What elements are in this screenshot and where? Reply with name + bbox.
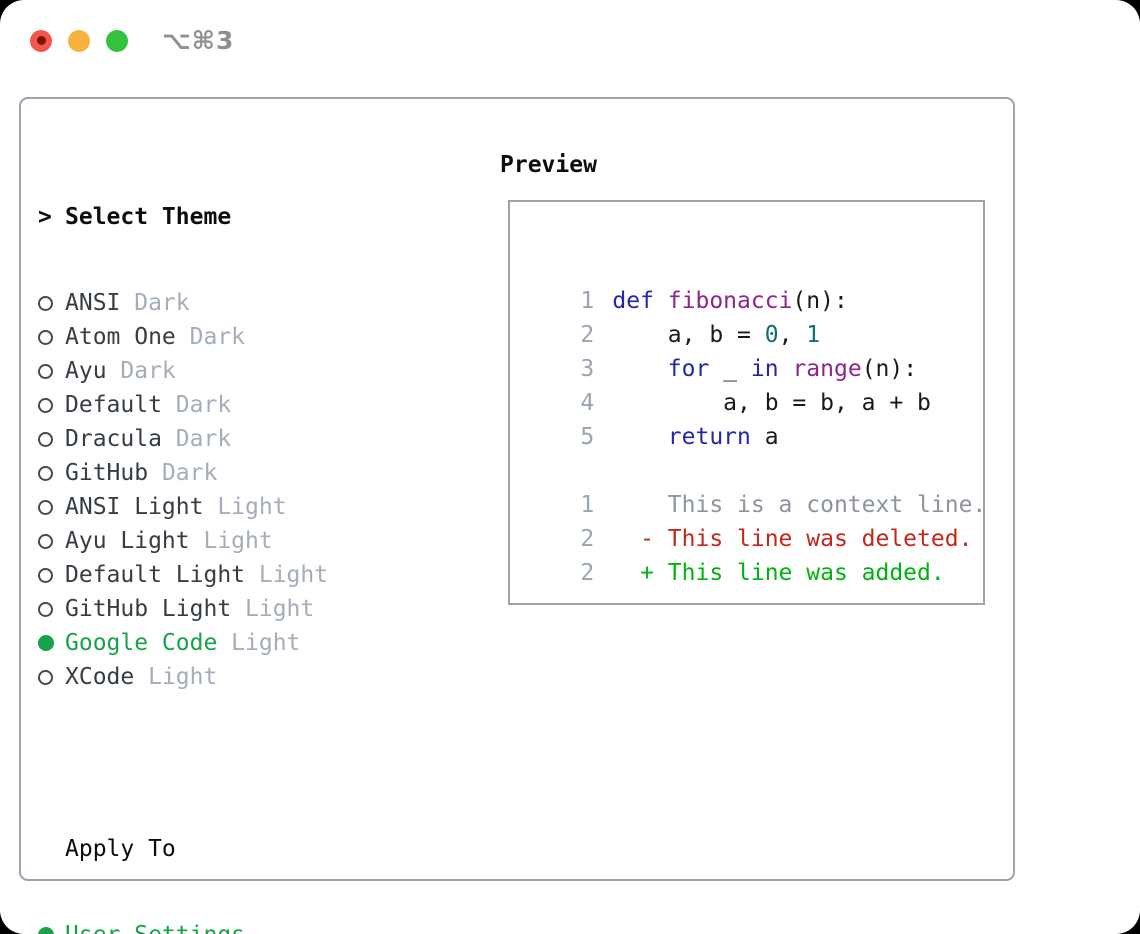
option-variant: Light [134, 664, 218, 690]
apply-to-header: Apply To [38, 832, 426, 866]
option-label: Default [65, 392, 162, 418]
theme-option[interactable]: Dracula Dark [38, 422, 426, 456]
option-variant: Light [217, 630, 301, 656]
line-content: for _ in range(n): [667, 356, 918, 382]
option-label: ANSI [65, 290, 121, 316]
preview-code-line: 3 for _ in range(n): [525, 318, 983, 382]
preview-code-line: 2 a, b = 0, 1 [525, 284, 983, 348]
preview-title: Preview [500, 152, 597, 178]
theme-option[interactable]: Default Dark [38, 388, 426, 422]
option-label: Ayu Light [65, 528, 190, 554]
line-content: return a [667, 424, 779, 450]
option-variant: Light [203, 494, 287, 520]
theme-option[interactable]: XCode Light [38, 660, 426, 694]
option-label: User Settings [65, 922, 245, 934]
radio-icon [38, 567, 53, 583]
theme-list: ANSI Dark Atom One Dark Ayu Dark Default… [38, 286, 426, 694]
line-number: 3 [580, 356, 595, 382]
spacer [38, 746, 426, 780]
window-shortcut-label: ⌥⌘3 [162, 26, 235, 55]
cursor-marker: > [38, 204, 52, 230]
option-variant: Light [245, 562, 329, 588]
option-variant: Light [231, 596, 315, 622]
radio-icon [38, 397, 53, 413]
line-content: This is a context line. [612, 492, 985, 518]
preview-diff-line: 2 + This line was added. [525, 522, 983, 586]
zoom-button[interactable] [106, 29, 128, 52]
theme-option[interactable]: Google Code Light [38, 626, 426, 660]
preview-code-line: 1 def fibonacci(n): [525, 250, 983, 314]
theme-option[interactable]: Ayu Light Light [38, 524, 426, 558]
theme-option[interactable]: ANSI Dark [38, 286, 426, 320]
preview-code-line: 5 return a [525, 386, 983, 450]
apply-to-title: Apply To [65, 836, 176, 862]
line-number: 1 [580, 492, 595, 518]
radio-icon [38, 635, 54, 651]
main-panel [19, 97, 1015, 881]
theme-option[interactable]: Atom One Dark [38, 320, 426, 354]
theme-option[interactable]: GitHub Light Light [38, 592, 426, 626]
select-theme-header: > Select Theme [38, 200, 426, 234]
preview-box: 1 def fibonacci(n): 2 a, b = 0, 1 3 for _… [508, 200, 985, 605]
preview-code-line: 4 a, b = b, a + b [525, 352, 983, 416]
minimize-button[interactable] [68, 29, 90, 52]
line-number: 5 [580, 424, 595, 450]
apply-to-option[interactable]: User Settings [38, 918, 426, 934]
radio-icon [38, 601, 53, 617]
radio-icon [38, 329, 53, 345]
option-variant: Dark [161, 392, 232, 418]
radio-icon [38, 363, 53, 379]
preview-content: 1 def fibonacci(n): 2 a, b = 0, 1 3 for _… [525, 250, 983, 586]
theme-option[interactable]: GitHub Dark [38, 456, 426, 490]
option-label: ANSI Light [65, 494, 204, 520]
radio-icon [38, 295, 53, 311]
option-variant: Dark [175, 324, 246, 350]
option-label: Ayu [65, 358, 107, 384]
titlebar: ⌥⌘3 [30, 26, 234, 55]
radio-icon [38, 669, 53, 685]
radio-icon [38, 431, 53, 447]
unsaved-dot-icon [36, 36, 46, 45]
option-variant: Dark [120, 290, 190, 316]
apply-to-list: User Settings Workspace Settings [38, 918, 426, 934]
line-content: a, b = 0, 1 [612, 322, 821, 348]
option-variant: Dark [106, 358, 176, 384]
line-number: 2 [580, 526, 595, 552]
option-label: Atom One [65, 324, 176, 350]
radio-icon [38, 533, 53, 549]
option-label: Default Light [65, 562, 246, 588]
theme-option[interactable]: ANSI Light Light [38, 490, 426, 524]
radio-icon [38, 465, 53, 481]
option-label: GitHub Light [65, 596, 232, 622]
line-content: - This line was deleted. [612, 526, 973, 552]
option-label: GitHub [65, 460, 149, 486]
select-theme-title: Select Theme [65, 204, 232, 230]
line-number: 4 [580, 390, 595, 416]
option-variant: Light [189, 528, 273, 554]
option-label: Dracula [65, 426, 162, 452]
option-label: Google Code [65, 630, 218, 656]
close-button[interactable] [30, 29, 52, 52]
line-content: def fibonacci(n): [612, 288, 848, 314]
theme-option[interactable]: Ayu Dark [38, 354, 426, 388]
option-variant: Dark [161, 426, 232, 452]
radio-icon [38, 499, 53, 515]
line-content: + This line was added. [612, 560, 945, 586]
line-number: 1 [580, 288, 595, 314]
theme-option[interactable]: Default Light Light [38, 558, 426, 592]
line-content: a, b = b, a + b [612, 390, 931, 416]
preview-diff-line: 2 - This line was deleted. [525, 488, 983, 552]
theme-selector-column: > Select Theme ANSI Dark Atom One Dark A… [38, 148, 426, 934]
option-label: XCode [65, 664, 135, 690]
preview-diff-line: 1 This is a context line. [525, 454, 983, 518]
radio-icon [38, 927, 54, 934]
line-number: 2 [580, 322, 595, 348]
line-number: 2 [580, 560, 595, 586]
option-variant: Dark [148, 460, 218, 486]
